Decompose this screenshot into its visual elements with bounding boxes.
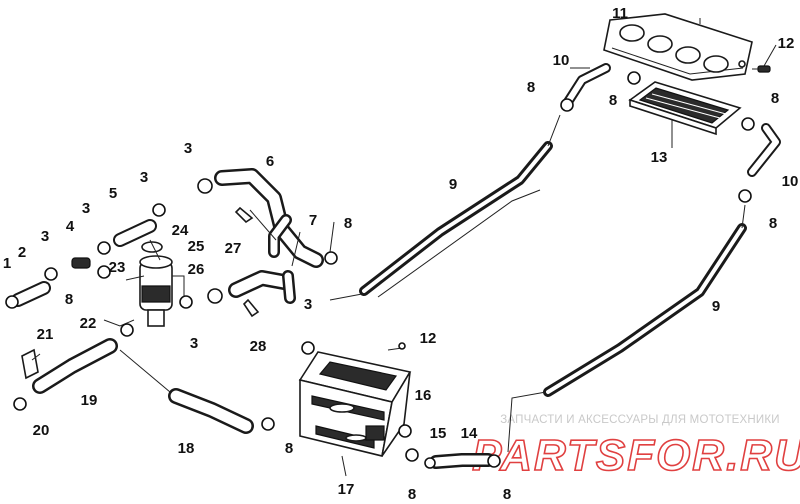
callout-26: 26	[188, 261, 205, 278]
part-21-bracket	[21, 348, 39, 380]
callout-3: 3	[190, 335, 198, 352]
callout-2: 2	[18, 244, 26, 261]
part-9-long-hose-upper	[329, 114, 561, 301]
part-5-short-hose	[113, 219, 157, 247]
callout-12: 12	[778, 35, 795, 52]
callout-19: 19	[81, 392, 98, 409]
part-27-tie	[234, 206, 254, 224]
callout-23: 23	[109, 259, 126, 276]
callout-24: 24	[172, 222, 189, 239]
callout-25: 25	[188, 238, 205, 255]
part-1-short-hose	[11, 281, 51, 307]
part-14-outlet-hose	[429, 453, 495, 469]
part-10-elbow-hose-right	[747, 123, 781, 177]
callout-13: 13	[651, 149, 668, 166]
callout-20: 20	[33, 422, 50, 439]
callout-27: 27	[225, 240, 242, 257]
callout-18: 18	[178, 440, 195, 457]
callout-14: 14	[461, 425, 478, 442]
callout-1: 1	[3, 255, 11, 272]
callout-7: 7	[309, 212, 317, 229]
clamps	[5, 71, 755, 469]
callout-10: 10	[553, 52, 570, 69]
part-11-mounting-plate	[603, 13, 753, 81]
callout-5: 5	[109, 185, 117, 202]
callout-8: 8	[527, 79, 535, 96]
part-6-upper-bypass-hose	[214, 168, 324, 268]
watermark-tagline: ЗАПЧАСТИ И АКСЕССУАРЫ ДЛЯ МОТОТЕХНИКИ	[500, 414, 780, 426]
callout-9: 9	[712, 298, 720, 315]
part-13-upper-heat-exchanger	[628, 81, 742, 136]
part-9-long-hose-lower	[507, 204, 747, 453]
callout-6: 6	[266, 153, 274, 170]
callout-15: 15	[430, 425, 447, 442]
callout-8: 8	[609, 92, 617, 109]
watermark-brand: PARTSFOR.RU	[472, 431, 800, 480]
part-10-elbow-hose-top	[561, 63, 611, 110]
part-25-reservoir-cap	[141, 241, 163, 253]
callout-8: 8	[65, 291, 73, 308]
callout-12: 12	[420, 330, 437, 347]
part-12-screw-top	[752, 65, 771, 73]
callout-4: 4	[66, 218, 75, 235]
part-26-coolant-reservoir	[139, 255, 185, 327]
callout-22: 22	[80, 315, 97, 332]
part-19-lower-hose	[32, 338, 118, 394]
callout-3: 3	[82, 200, 90, 217]
callout-8: 8	[285, 440, 293, 457]
part-7-connector-hose	[228, 270, 296, 304]
part-4-fitting	[71, 257, 91, 269]
callout-17: 17	[338, 481, 355, 498]
callout-8: 8	[771, 90, 779, 107]
callout-8: 8	[503, 486, 511, 503]
callout-3: 3	[41, 228, 49, 245]
callout-8: 8	[769, 215, 777, 232]
watermark: ЗАПЧАСТИ И АКСЕССУАРЫ ДЛЯ МОТОТЕХНИКИ PA…	[471, 414, 800, 481]
callout-3: 3	[184, 140, 192, 157]
callout-8: 8	[408, 486, 416, 503]
callout-28: 28	[250, 338, 267, 355]
callout-16: 16	[415, 387, 432, 404]
callout-3: 3	[140, 169, 148, 186]
callout-10: 10	[782, 173, 799, 190]
part-18-return-hose	[168, 388, 254, 434]
callout-21: 21	[37, 326, 54, 343]
callout-9: 9	[449, 176, 457, 193]
callout-labels: 11 12 10 8 8 8 13 10 8 9 9 3 6 3 5 3 4 3…	[3, 5, 799, 503]
callout-11: 11	[612, 5, 628, 22]
part-28-tie	[242, 298, 260, 318]
callout-8: 8	[344, 215, 352, 232]
part-17-lower-heat-exchanger	[298, 351, 412, 457]
callout-3: 3	[304, 296, 312, 313]
